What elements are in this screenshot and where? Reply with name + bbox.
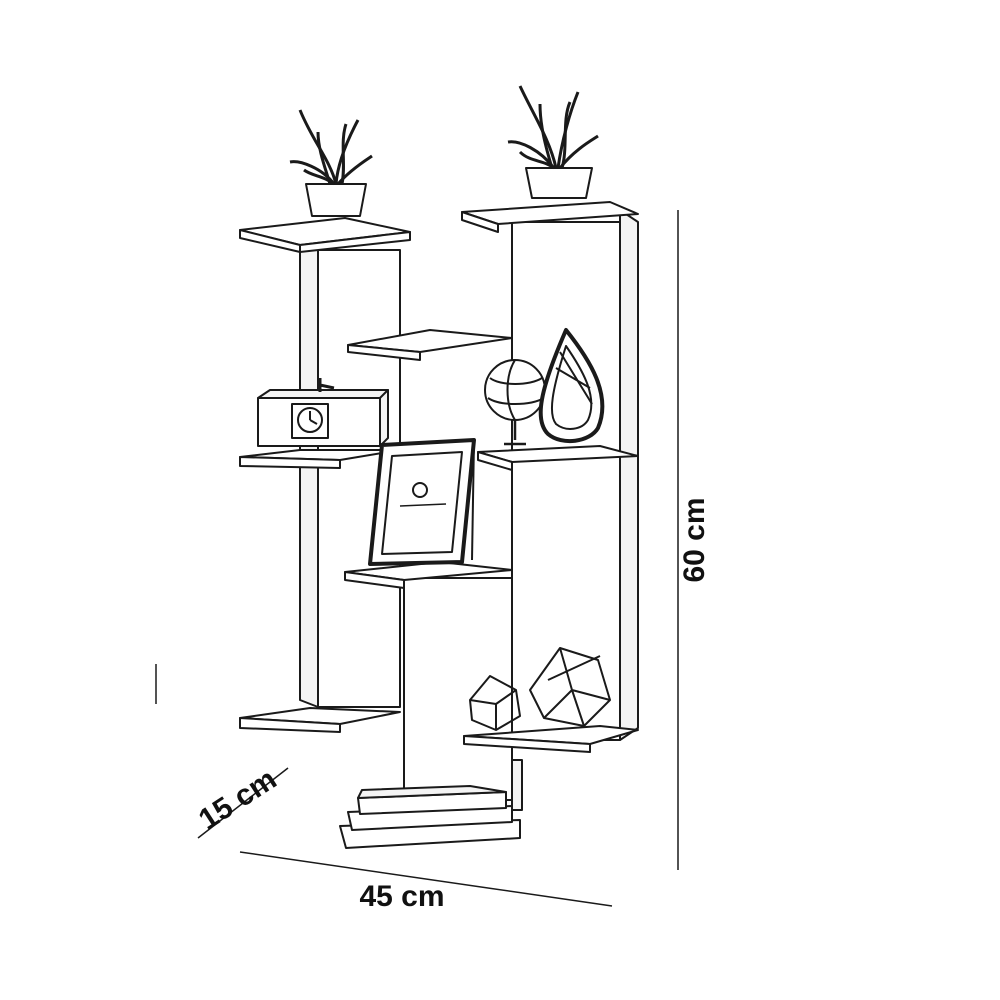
height-label: 60 cm bbox=[678, 497, 711, 583]
teardrop-lantern bbox=[538, 328, 605, 444]
left-upper-panel bbox=[299, 243, 401, 708]
lower-center-shelf bbox=[344, 561, 513, 589]
right-tall-panel bbox=[511, 209, 639, 741]
bottom-right-shelf bbox=[463, 725, 639, 753]
middle-left-shelf bbox=[239, 449, 401, 469]
picture-frame bbox=[368, 438, 476, 566]
book-stack bbox=[339, 785, 521, 849]
width-dimension-line bbox=[239, 851, 613, 907]
middle-center-shelf bbox=[347, 329, 513, 361]
bottom-left-shelf bbox=[239, 707, 401, 733]
clock-box bbox=[257, 378, 389, 447]
width-label: 45 cm bbox=[359, 880, 445, 913]
top-left-shelf bbox=[239, 217, 411, 253]
left-potted-plant bbox=[289, 109, 373, 217]
middle-right-shelf bbox=[477, 445, 639, 471]
geometric-decor bbox=[469, 647, 611, 731]
top-right-shelf bbox=[461, 201, 639, 233]
decorative-globe bbox=[484, 359, 546, 446]
center-lower-panel bbox=[403, 577, 523, 811]
depth-dimension-line bbox=[197, 767, 289, 839]
right-potted-plant bbox=[507, 85, 599, 199]
